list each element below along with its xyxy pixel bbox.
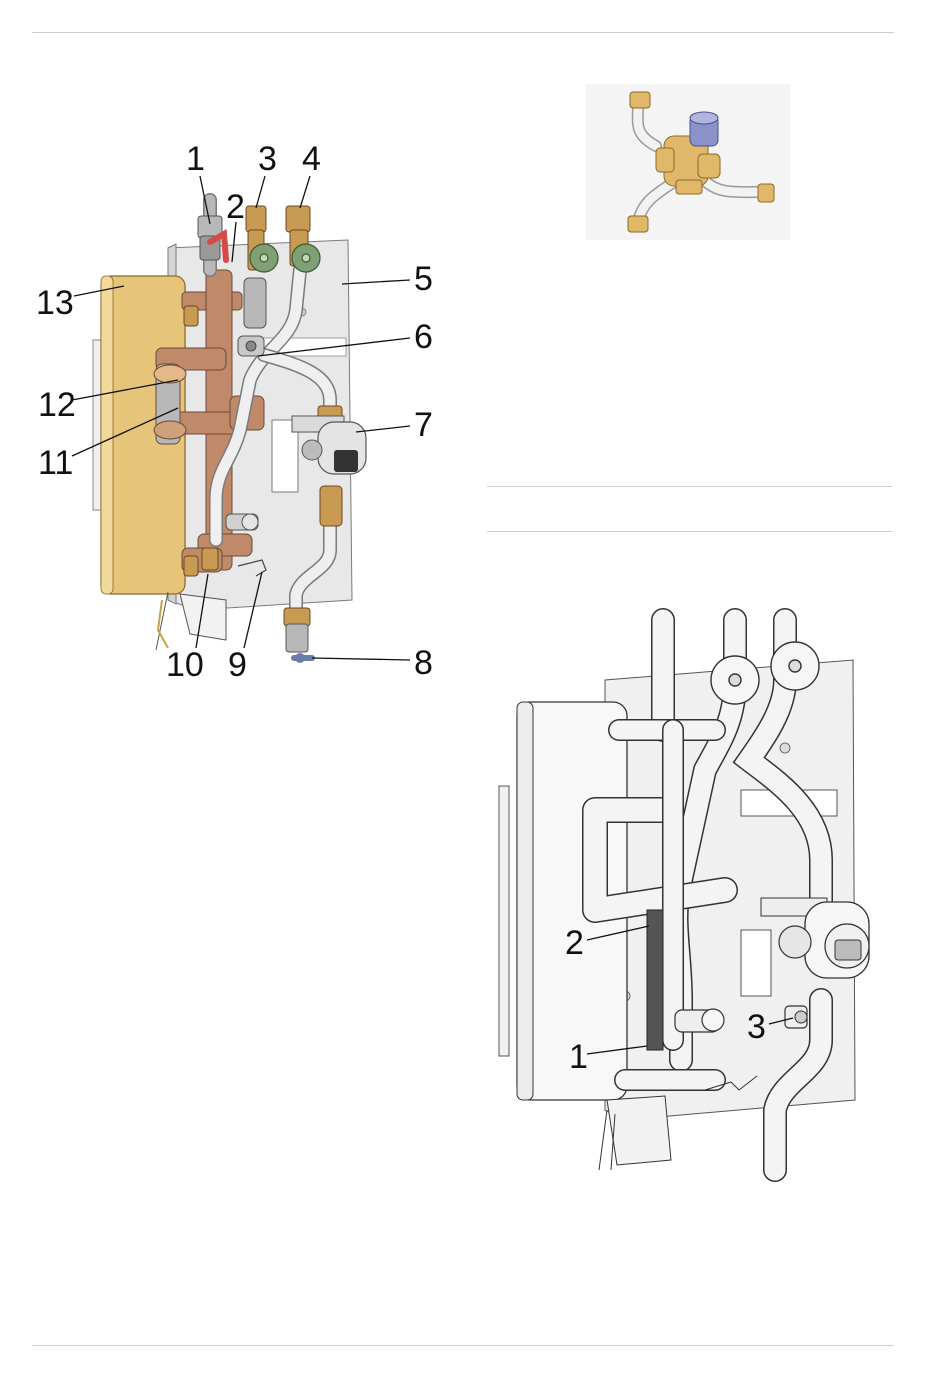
drain-valve xyxy=(226,514,258,530)
immersion-sleeve xyxy=(785,1006,807,1028)
hydraulic-unit-figure: 1 2 3 4 5 6 7 8 9 10 11 12 13 xyxy=(0,130,460,710)
callout-1: 1 xyxy=(186,140,205,178)
callout-6: 6 xyxy=(414,318,433,356)
callout-7: 7 xyxy=(414,406,433,444)
callout-2: 2 xyxy=(226,188,245,226)
grey-unit-figure: 1 2 3 xyxy=(495,620,875,1170)
callout-10: 10 xyxy=(166,646,204,684)
callout-5: 5 xyxy=(414,260,433,298)
section-rule-upper xyxy=(487,486,892,487)
section-rule-lower xyxy=(487,531,892,532)
bottom-rule xyxy=(32,1345,894,1346)
ball-valve-bottom xyxy=(284,608,312,663)
callout-4: 4 xyxy=(302,140,321,178)
callout-8: 8 xyxy=(414,644,433,682)
mixing-valve-figure xyxy=(586,84,790,240)
callout-13: 13 xyxy=(36,284,74,322)
grey-callout-2: 2 xyxy=(565,924,584,962)
mixing-valve-knob xyxy=(690,112,718,146)
lower-bracket xyxy=(156,592,226,650)
callout-12: 12 xyxy=(38,386,76,424)
callout-3: 3 xyxy=(258,140,277,178)
grey-callout-3: 3 xyxy=(747,1008,766,1046)
top-rule xyxy=(32,32,894,33)
dark-tube xyxy=(647,910,663,1050)
grey-callout-1: 1 xyxy=(569,1038,588,1076)
callout-11: 11 xyxy=(38,444,73,482)
drain-valve-grey xyxy=(675,1009,724,1032)
callout-9: 9 xyxy=(228,646,247,684)
